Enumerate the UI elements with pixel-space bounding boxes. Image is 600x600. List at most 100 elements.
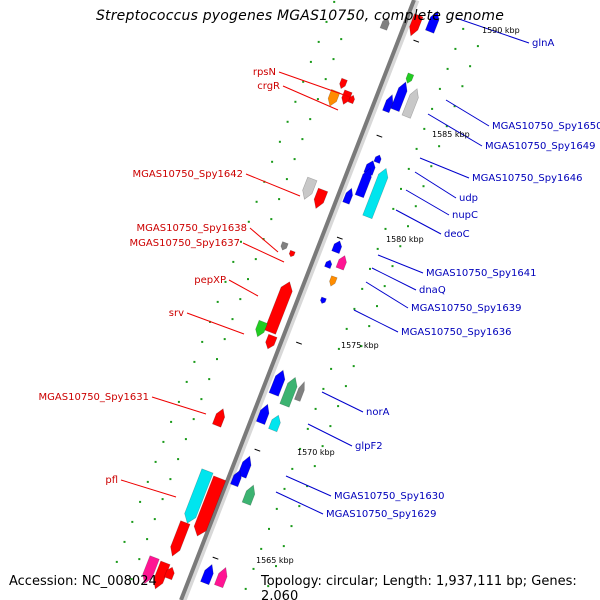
- track-dot: [376, 247, 379, 250]
- track-dot: [146, 480, 149, 483]
- track-dot: [240, 240, 242, 243]
- gene-label-left: MGAS10750_Spy1642: [133, 169, 243, 180]
- track-dot: [337, 347, 340, 350]
- leader-line-left: [151, 396, 207, 415]
- leader-line-right: [275, 491, 324, 515]
- gene-label-right: MGAS10750_Spy1641: [426, 268, 536, 279]
- gene-arrow: [401, 88, 419, 119]
- track-dot: [414, 205, 417, 208]
- gene-label-left: MGAS10750_Spy1638: [137, 223, 247, 234]
- summary-text: Topology: circular; Length: 1,937,111 bp…: [261, 574, 577, 600]
- track-dot: [247, 278, 249, 281]
- track-dot: [376, 305, 378, 308]
- accession-text: Accession: NC_008024: [9, 574, 157, 589]
- track-dot: [247, 220, 250, 223]
- track-dot: [383, 285, 386, 288]
- track-dot: [294, 100, 297, 103]
- leader-line-left: [242, 242, 285, 263]
- track-dot: [322, 387, 325, 390]
- track-dot: [423, 127, 426, 130]
- gene-arrow: [193, 475, 227, 537]
- gene-arrow: [142, 555, 160, 585]
- leader-line-right: [395, 209, 442, 235]
- gene-arrow: [347, 94, 355, 105]
- scale-tick-label: 1565 kbp: [256, 556, 294, 565]
- gene-label-right: dnaQ: [419, 285, 446, 296]
- gene-arrow: [329, 275, 338, 287]
- gene-arrow: [320, 296, 327, 304]
- track-dot: [131, 520, 134, 523]
- track-dot: [325, 20, 328, 23]
- track-dot: [154, 460, 157, 463]
- dot-tracks: [115, 0, 479, 590]
- track-dot: [353, 307, 356, 310]
- track-dot: [306, 485, 309, 488]
- track-dot: [453, 105, 456, 108]
- track-dot: [422, 185, 425, 188]
- gene-arrow: [241, 484, 256, 506]
- scale-tick-mark: [254, 448, 261, 452]
- scale-tick-mark: [336, 236, 343, 240]
- gene-label-right: deoC: [444, 229, 470, 240]
- track-dot: [146, 538, 149, 541]
- track-dot: [332, 58, 335, 61]
- track-dot: [446, 67, 449, 70]
- scale-tick-label: 1570 kbp: [297, 448, 335, 457]
- track-dot: [244, 587, 247, 590]
- track-dot: [254, 258, 257, 261]
- track-dot: [293, 158, 296, 161]
- scale-tick-mark: [413, 39, 420, 43]
- track-dot: [407, 225, 409, 228]
- track-dot: [299, 447, 302, 450]
- gene-label-right: MGAS10750_Spy1630: [334, 491, 444, 502]
- gene-arrow: [153, 560, 171, 590]
- gene-arrow: [265, 333, 278, 350]
- gene-arrow: [409, 13, 424, 37]
- gene-arrow: [342, 187, 353, 205]
- track-dot: [224, 280, 227, 283]
- track-dot: [313, 465, 316, 468]
- track-dot: [192, 418, 195, 421]
- gene-arrow: [163, 566, 175, 581]
- leader-line-right: [377, 254, 424, 274]
- leader-line-right: [307, 423, 353, 447]
- track-dot: [282, 545, 285, 548]
- track-dot: [231, 318, 234, 321]
- gene-arrow: [382, 94, 394, 114]
- gene-labels: rpsNcrgRMGAS10750_Spy1642MGAS10750_Spy16…: [39, 38, 600, 520]
- track-dot: [438, 145, 441, 148]
- leader-line-left: [186, 312, 245, 335]
- map-title: Streptococcus pyogenes MGAS10750, comple…: [95, 8, 505, 24]
- track-dot: [333, 0, 336, 3]
- leader-line-left: [278, 71, 351, 98]
- gene-arrow: [405, 72, 415, 84]
- track-dot: [352, 365, 355, 368]
- gene-arrow: [212, 408, 226, 428]
- track-dot: [317, 40, 320, 43]
- leader-line-right: [321, 391, 364, 413]
- gene-arrow: [425, 10, 440, 34]
- leader-line-right: [427, 113, 483, 147]
- gene-label-left: pfl: [105, 475, 118, 486]
- track-dot: [360, 345, 363, 348]
- track-dot: [361, 287, 364, 290]
- track-dot: [329, 425, 332, 428]
- track-dot: [391, 265, 394, 268]
- gene-arrow: [373, 154, 382, 164]
- track-dot: [348, 18, 350, 21]
- track-dot: [130, 578, 133, 581]
- gene-label-right: norA: [366, 407, 390, 418]
- track-dot: [255, 200, 258, 203]
- track-dot: [177, 458, 180, 461]
- track-dot: [184, 438, 187, 441]
- leader-line-right: [445, 99, 490, 127]
- track-dot: [290, 525, 293, 528]
- gene-label-left: pepXP: [194, 275, 226, 286]
- track-dot: [216, 300, 219, 303]
- gene-arrow: [214, 566, 228, 589]
- gene-arrow: [362, 167, 389, 220]
- track-dot: [170, 420, 173, 423]
- track-dot: [469, 65, 472, 68]
- gene-arrow: [268, 414, 281, 433]
